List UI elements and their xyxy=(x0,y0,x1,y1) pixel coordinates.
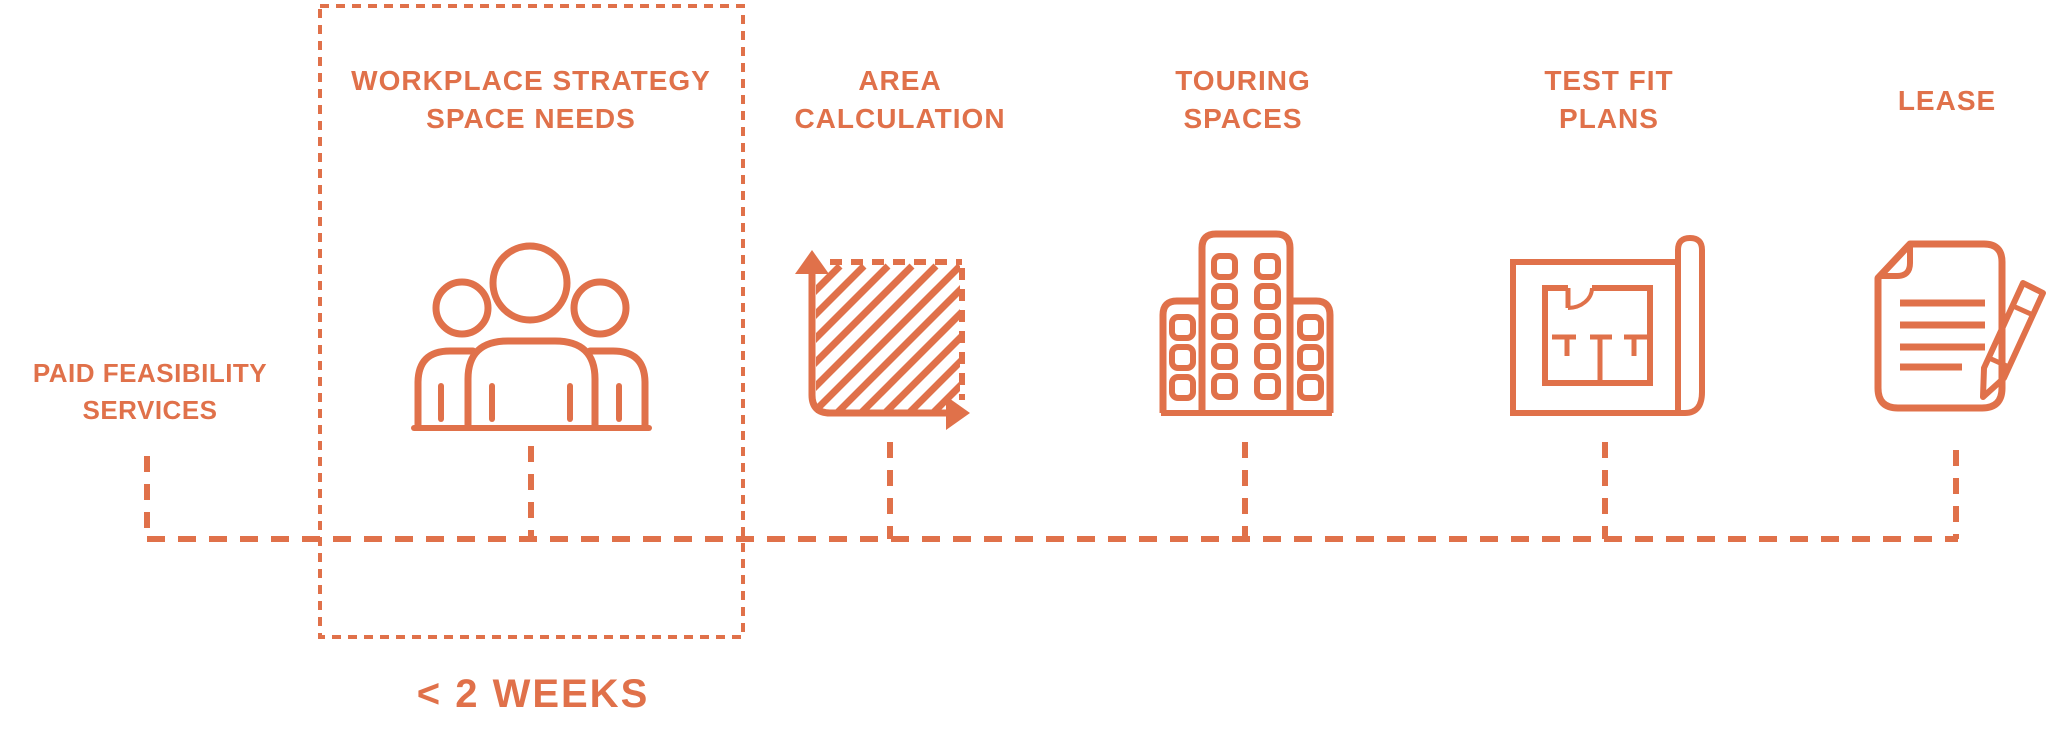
pencil xyxy=(1980,280,2046,400)
stage-title-line: SPACES xyxy=(1183,103,1303,134)
paid-feasibility-label: PAID FEASIBILITY SERVICES xyxy=(0,355,300,429)
stage-title-workplace-strategy: WORKPLACE STRATEGY SPACE NEEDS xyxy=(331,62,731,138)
stage-title-line: SPACE NEEDS xyxy=(426,103,636,134)
folded-corner xyxy=(1881,246,1913,279)
paid-feasibility-line1: PAID FEASIBILITY xyxy=(32,358,268,388)
arrow-right-head xyxy=(946,396,970,430)
stage-title-line: CALCULATION xyxy=(794,103,1006,134)
stage-title-line: LEASE xyxy=(1897,85,1997,116)
timeline-connectors xyxy=(144,442,1959,539)
stage-title-line: TOURING xyxy=(1175,65,1311,96)
stage-title-area-calculation: AREA CALCULATION xyxy=(700,62,1100,138)
blueprint-icon xyxy=(1510,234,1705,416)
arrow-up-head xyxy=(795,250,829,274)
paid-feasibility-line2: SERVICES xyxy=(82,395,218,425)
floor-plan xyxy=(1542,285,1653,386)
duration-label: < 2 WEEKS xyxy=(416,672,650,716)
door-swing-arc xyxy=(1567,287,1594,310)
stage-title-line: PLANS xyxy=(1559,103,1659,134)
area-measure-icon xyxy=(795,250,970,430)
document-text-lines xyxy=(1900,299,1985,371)
building-windows xyxy=(1169,253,1324,401)
stage-title-line: AREA xyxy=(858,65,942,96)
people-group-icon xyxy=(411,242,652,431)
building-icon xyxy=(1159,230,1334,416)
highlight-box xyxy=(318,4,745,639)
stage-title-line: TEST FIT xyxy=(1544,65,1674,96)
hatch-pattern xyxy=(816,263,960,413)
stage-title-touring-spaces: TOURING SPACES xyxy=(1043,62,1443,138)
stage-title-lease: LEASE xyxy=(1747,82,2048,120)
stage-title-test-fit-plans: TEST FIT PLANS xyxy=(1409,62,1809,138)
measure-arrow-lines xyxy=(808,266,950,417)
roll-edge xyxy=(1675,234,1705,416)
document-pencil-icon xyxy=(1874,240,2046,412)
stage-title-line: WORKPLACE STRATEGY xyxy=(351,65,711,96)
